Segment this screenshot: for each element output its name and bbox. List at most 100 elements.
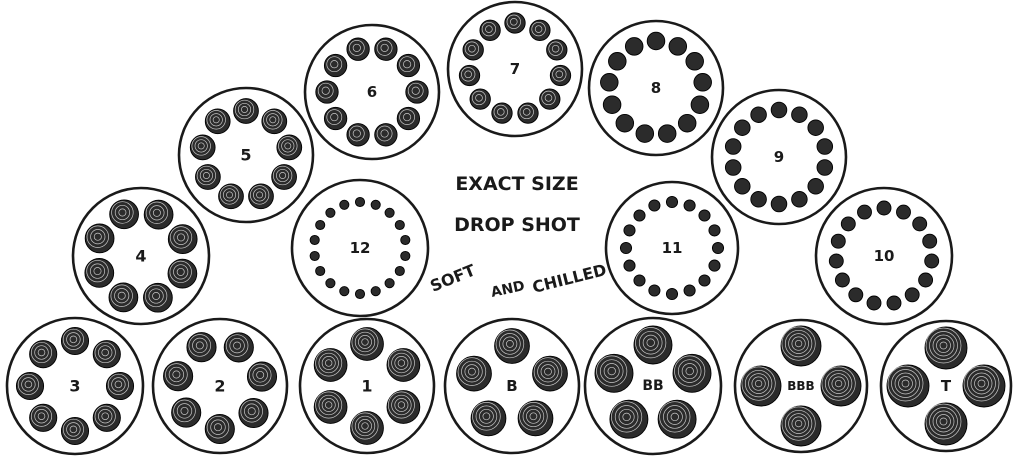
shot-pellet: [725, 160, 741, 176]
shot-pellet: [518, 103, 538, 123]
shot-size-label: BB: [642, 378, 663, 394]
shot-size-label: 8: [651, 79, 661, 97]
shot-pellet: [397, 107, 419, 129]
shot-pellet: [919, 273, 933, 287]
shot-pellet: [406, 81, 428, 103]
shot-pellet: [751, 107, 767, 123]
shot-pellet: [375, 38, 397, 60]
shot-pellet: [751, 192, 767, 208]
shot-pellet: [686, 53, 704, 71]
shot-pellet: [666, 196, 677, 207]
shot-pellet: [326, 208, 335, 217]
shot-pellet: [85, 259, 114, 288]
shot-pellet: [709, 225, 720, 236]
shot-pellet: [310, 235, 319, 244]
shot-pellet: [395, 266, 404, 275]
shot-pellet: [867, 296, 881, 310]
shot-pellet: [624, 225, 635, 236]
shot-pellet: [725, 139, 741, 155]
shot-size-label: 12: [350, 239, 371, 257]
shot-size-label: 9: [774, 148, 784, 166]
shot-pellet: [190, 135, 215, 160]
shot-pellet: [371, 287, 380, 296]
shot-size-label: BBB: [787, 379, 814, 393]
shot-pellet: [831, 234, 845, 248]
shot-size-bbb: BBB: [735, 320, 867, 452]
shot-pellet: [234, 99, 259, 124]
shot-pellet: [699, 275, 710, 286]
shot-pellet: [923, 234, 937, 248]
shot-size-b: B: [445, 319, 579, 453]
shot-pellet: [316, 220, 325, 229]
shot-pellet: [247, 362, 276, 391]
shot-pellet: [480, 20, 500, 40]
shot-pellet: [172, 398, 201, 427]
shot-size-label: 7: [510, 60, 520, 78]
shot-pellet: [547, 40, 567, 60]
shot-pellet: [395, 220, 404, 229]
shot-pellet: [905, 288, 919, 302]
shot-pellet: [470, 89, 490, 109]
shot-pellet: [841, 217, 855, 231]
shot-pellet: [187, 333, 216, 362]
shot-pellet: [691, 96, 709, 114]
shot-pellet: [326, 279, 335, 288]
shot-pellet: [649, 200, 660, 211]
shot-pellet: [219, 184, 244, 209]
shot-pellet: [771, 102, 787, 118]
shot-pellet: [144, 200, 173, 229]
shot-pellet: [249, 184, 274, 209]
shot-pellet: [620, 242, 631, 253]
shot-pellet: [385, 208, 394, 217]
shot-pellet: [925, 254, 939, 268]
shot-pellet: [492, 103, 512, 123]
shot-size-1: 1: [300, 319, 434, 453]
shot-pellet: [624, 260, 635, 271]
shot-pellet: [355, 289, 364, 298]
shot-pellet: [530, 20, 550, 40]
shot-size-label: 6: [367, 83, 377, 101]
shot-pellet: [30, 341, 57, 368]
caption-exact-size: EXACT SIZE: [455, 173, 578, 195]
shot-pellet: [347, 124, 369, 146]
shot-size-3: 3: [7, 318, 143, 454]
shot-size-label: 3: [69, 377, 80, 396]
shot-size-8: 8: [589, 21, 723, 155]
shot-pellet: [835, 273, 849, 287]
shot-pellet: [735, 120, 751, 136]
shot-pellet: [792, 107, 808, 123]
shot-size-7: 7: [448, 2, 582, 136]
shot-pellet: [272, 165, 297, 190]
shot-size-10: 10: [816, 188, 952, 324]
caption-soft: SOFT: [427, 260, 478, 295]
shot-pellet: [699, 210, 710, 221]
shot-pellet: [625, 38, 643, 56]
shot-size-label: 4: [135, 247, 146, 266]
shot-size-label: 5: [240, 146, 251, 165]
shot-pellet: [347, 38, 369, 60]
shot-pellet: [817, 160, 833, 176]
shot-pellet: [316, 266, 325, 275]
shot-pellet: [168, 225, 197, 254]
shot-pellet: [110, 200, 139, 229]
shot-pellet: [109, 283, 138, 312]
shot-pellet: [684, 285, 695, 296]
shot-size-12: 12: [292, 180, 428, 316]
caption-drop-shot: DROP SHOT: [454, 214, 580, 236]
shot-pellet: [324, 107, 346, 129]
shot-size-5: 5: [179, 88, 313, 222]
shot-size-4: 4: [73, 188, 209, 324]
shot-pellet: [61, 417, 88, 444]
shot-pellet: [735, 179, 751, 195]
shot-size-label: 10: [874, 247, 895, 265]
shot-pellet: [205, 414, 234, 443]
shot-pellet: [459, 65, 479, 85]
shot-size-label: 2: [214, 377, 225, 396]
shot-pellet: [792, 192, 808, 208]
shot-pellet: [375, 124, 397, 146]
shot-pellet: [85, 224, 114, 253]
shot-pellet: [658, 125, 676, 143]
shot-pellet: [310, 251, 319, 260]
shot-size-label: 11: [662, 239, 683, 257]
